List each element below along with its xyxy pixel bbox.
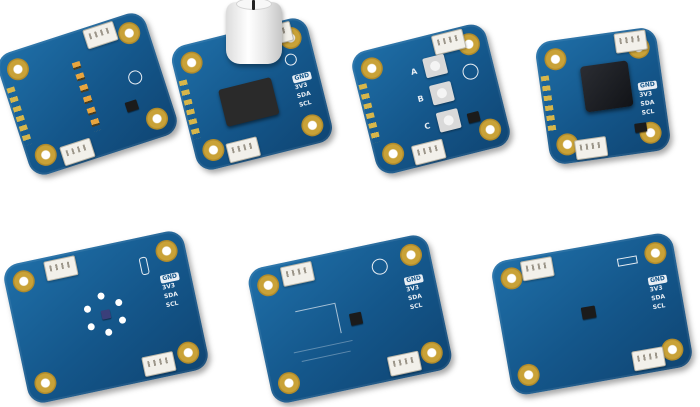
sensor-chip xyxy=(100,309,112,320)
vent-hole xyxy=(104,328,113,337)
ic-chip xyxy=(634,122,648,133)
ic-chip xyxy=(580,305,597,320)
sensor-board: GND 3V3 SDA SCL xyxy=(533,26,673,166)
vent-hole xyxy=(87,322,96,331)
temperature-board: GND 3V3 SDA SCL xyxy=(1,228,211,406)
vent-hole xyxy=(114,298,123,307)
sensor-package xyxy=(579,60,634,113)
accelerometer-chip xyxy=(348,311,364,326)
rotary-knob xyxy=(226,0,282,64)
led-bar-board xyxy=(0,9,181,179)
accelerometer-board: GND 3V3 SDA SCL xyxy=(245,232,455,406)
small-ic-board: GND 3V3 SDA SCL xyxy=(489,231,695,397)
vent-hole xyxy=(118,315,127,325)
buttons-board: A B C xyxy=(348,21,514,177)
vent-hole xyxy=(83,305,92,314)
vent-hole xyxy=(96,291,106,301)
